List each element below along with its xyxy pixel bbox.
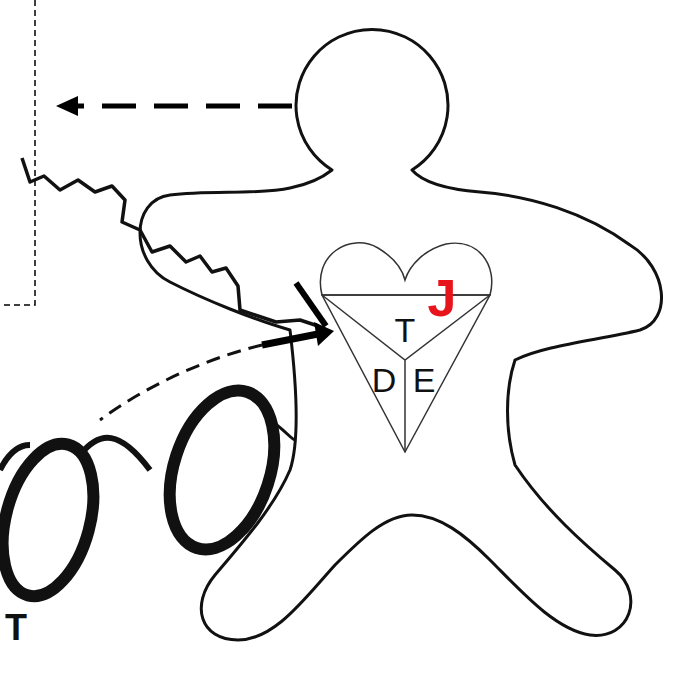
arrow-head bbox=[56, 96, 78, 116]
wavy-line bbox=[22, 158, 318, 326]
region-letter: E bbox=[413, 363, 436, 397]
dashed-box bbox=[0, 0, 35, 305]
region-letter: D bbox=[372, 363, 397, 397]
dashed-arrow bbox=[72, 104, 292, 109]
coil-spring bbox=[0, 345, 295, 606]
arrow-head bbox=[314, 322, 334, 346]
body-outline bbox=[140, 29, 662, 640]
arrow-shaft bbox=[262, 334, 318, 345]
tick-mark bbox=[296, 283, 326, 326]
region-letter: T bbox=[5, 610, 27, 646]
region-letter: T bbox=[395, 313, 416, 347]
region-letter: J bbox=[428, 272, 457, 324]
heart-diagram bbox=[320, 243, 491, 452]
